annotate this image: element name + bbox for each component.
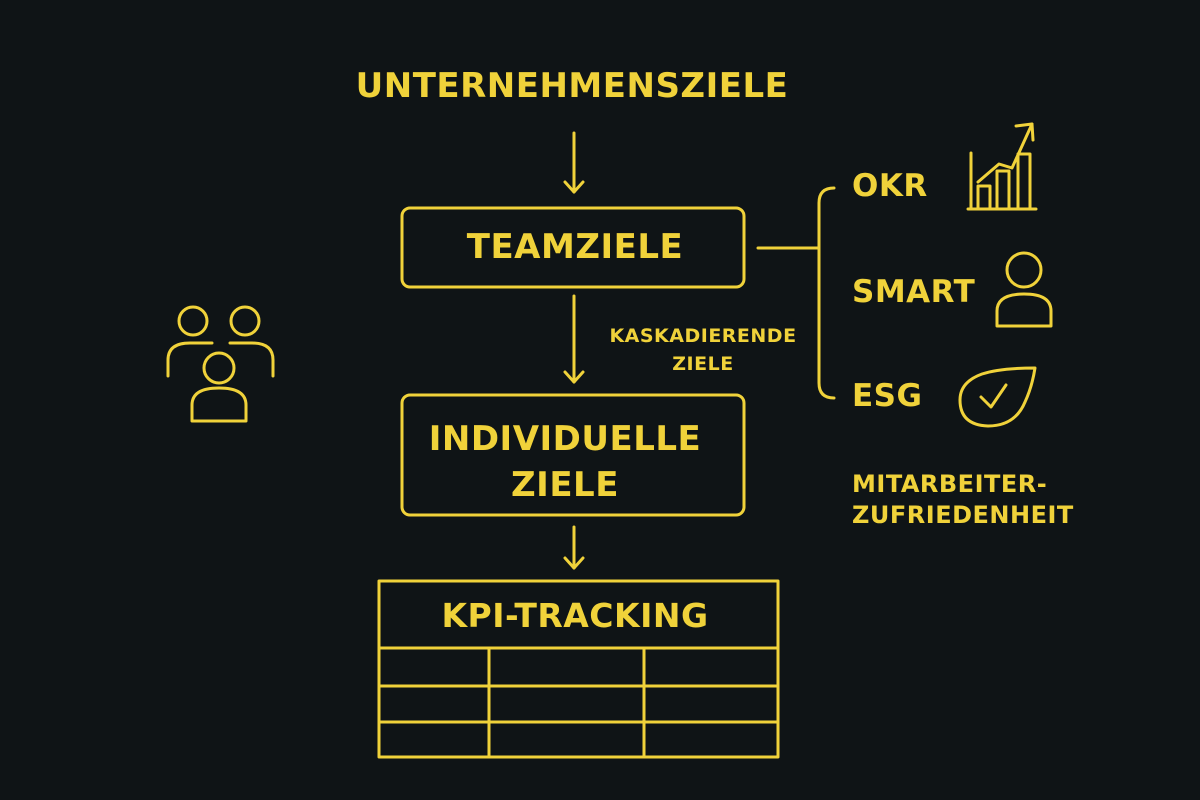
individual-goals-line-1: INDIVIDUELLE <box>428 419 702 459</box>
individual-goals-label: INDIVIDUELLE ZIELE <box>429 416 702 508</box>
individual-goals-box <box>400 393 746 517</box>
cascade-label-line-1: KASKADIERENDE <box>609 325 797 347</box>
team-goals-label: TEAMZIELE <box>466 227 684 267</box>
arrow-top-to-team <box>563 131 585 194</box>
framework-esg-label: ESG <box>852 378 923 414</box>
employee-satisfaction-line-1: MITARBEITER- <box>852 470 1048 498</box>
team-people-icon <box>166 305 275 423</box>
individual-goals-line-2: ZIELE <box>511 465 619 505</box>
growth-chart-icon <box>966 122 1038 211</box>
arrow-team-to-individual <box>563 294 585 384</box>
leaf-check-icon <box>958 366 1037 428</box>
kpi-tracking-table <box>377 579 780 759</box>
arrow-individual-to-kpi <box>563 525 585 570</box>
employee-satisfaction-line-2: ZUFRIEDENHEIT <box>852 501 1074 529</box>
cascade-label: KASKADIERENDE ZIELE <box>609 322 796 378</box>
team-goals-box <box>400 206 746 289</box>
framework-bracket <box>756 186 836 400</box>
kpi-tracking-title: KPI-TRACKING <box>441 596 709 635</box>
cascade-label-line-2: ZIELE <box>672 353 734 375</box>
employee-satisfaction-label: MITARBEITER- ZUFRIEDENHEIT <box>852 469 1074 531</box>
person-icon <box>995 251 1053 328</box>
framework-okr-label: OKR <box>852 168 928 204</box>
framework-smart-label: SMART <box>852 274 976 310</box>
company-goals-label: UNTERNEHMENSZIELE <box>355 66 789 106</box>
